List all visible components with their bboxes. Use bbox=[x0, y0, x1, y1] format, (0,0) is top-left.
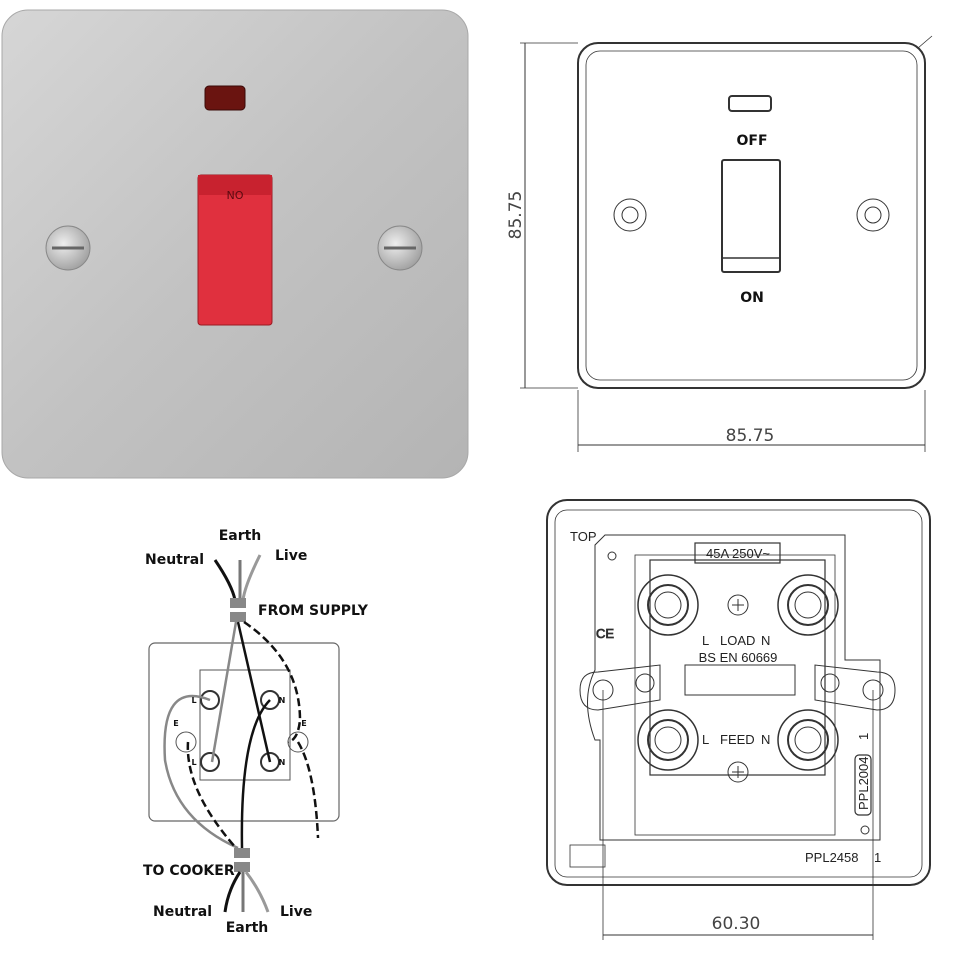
rocker-top-edge bbox=[198, 175, 272, 195]
terminal-letter-l-bottom: L bbox=[191, 758, 196, 767]
standard-label: BS EN 60669 bbox=[699, 650, 778, 665]
terminal-feed-l bbox=[637, 709, 699, 771]
off-label: OFF bbox=[736, 133, 767, 149]
terminal-letter-e-right: E bbox=[301, 719, 306, 728]
front-drawing bbox=[520, 35, 933, 452]
part-code-2: PPL2458 bbox=[805, 850, 859, 865]
feed-label: FEED bbox=[720, 732, 755, 747]
supply-cable-sheath bbox=[230, 598, 246, 608]
top-label: TOP bbox=[570, 529, 597, 544]
terminal-letter-l-top: L bbox=[191, 696, 196, 705]
ce-mark: CE bbox=[596, 626, 614, 641]
rating-label: 45A 250V~ bbox=[706, 546, 770, 561]
terminal-load-n bbox=[777, 574, 839, 636]
part-code-1-rev: 1 bbox=[856, 733, 871, 740]
product-photo: ON bbox=[1, 9, 469, 479]
terminal-load-l bbox=[637, 574, 699, 636]
cooker-cable-sheath bbox=[234, 848, 250, 858]
wiring-diagram bbox=[148, 554, 340, 913]
cooker-live-label: Live bbox=[280, 904, 312, 920]
screw-hole-left bbox=[613, 198, 647, 232]
screw-right-icon bbox=[377, 225, 423, 271]
load-label: LOAD bbox=[720, 633, 755, 648]
screw-bottom-icon bbox=[727, 761, 749, 783]
cooker-earth-label: Earth bbox=[226, 920, 269, 936]
terminal-feed-n bbox=[777, 709, 839, 771]
rear-drawing bbox=[546, 499, 931, 940]
cooker-neutral-label: Neutral bbox=[153, 904, 212, 920]
part-code-2-rev: 1 bbox=[874, 850, 881, 865]
screw-left-icon bbox=[45, 225, 91, 271]
to-cooker-label: TO COOKER bbox=[143, 863, 235, 879]
feed-live-letter: L bbox=[702, 732, 709, 747]
terminal-letters: L N L N E E bbox=[173, 696, 306, 767]
screw-hole-right bbox=[856, 198, 890, 232]
part-code-1: PPL2004 bbox=[856, 757, 871, 811]
load-live-letter: L bbox=[702, 633, 709, 648]
feed-neutral-letter: N bbox=[761, 732, 770, 747]
supply-neutral-label: Neutral bbox=[145, 552, 204, 568]
switch-outline bbox=[721, 159, 781, 273]
supply-earth-label: Earth bbox=[219, 528, 262, 544]
indicator-outline bbox=[728, 95, 772, 112]
terminal-letter-n-top: N bbox=[279, 696, 286, 705]
rocker-label: ON bbox=[227, 188, 244, 201]
neon-indicator bbox=[204, 85, 246, 111]
load-neutral-letter: N bbox=[761, 633, 770, 648]
screw-top-icon bbox=[727, 594, 749, 616]
terminal-letter-e-left: E bbox=[173, 719, 178, 728]
from-supply-label: FROM SUPPLY bbox=[258, 603, 369, 619]
on-label: ON bbox=[740, 290, 764, 306]
height-dimension: 85.75 bbox=[506, 191, 526, 240]
terminal-letter-n-bottom: N bbox=[279, 758, 286, 767]
width-dimension: 85.75 bbox=[726, 426, 775, 446]
screw-centres-dimension: 60.30 bbox=[712, 914, 761, 934]
supply-live-label: Live bbox=[275, 548, 307, 564]
